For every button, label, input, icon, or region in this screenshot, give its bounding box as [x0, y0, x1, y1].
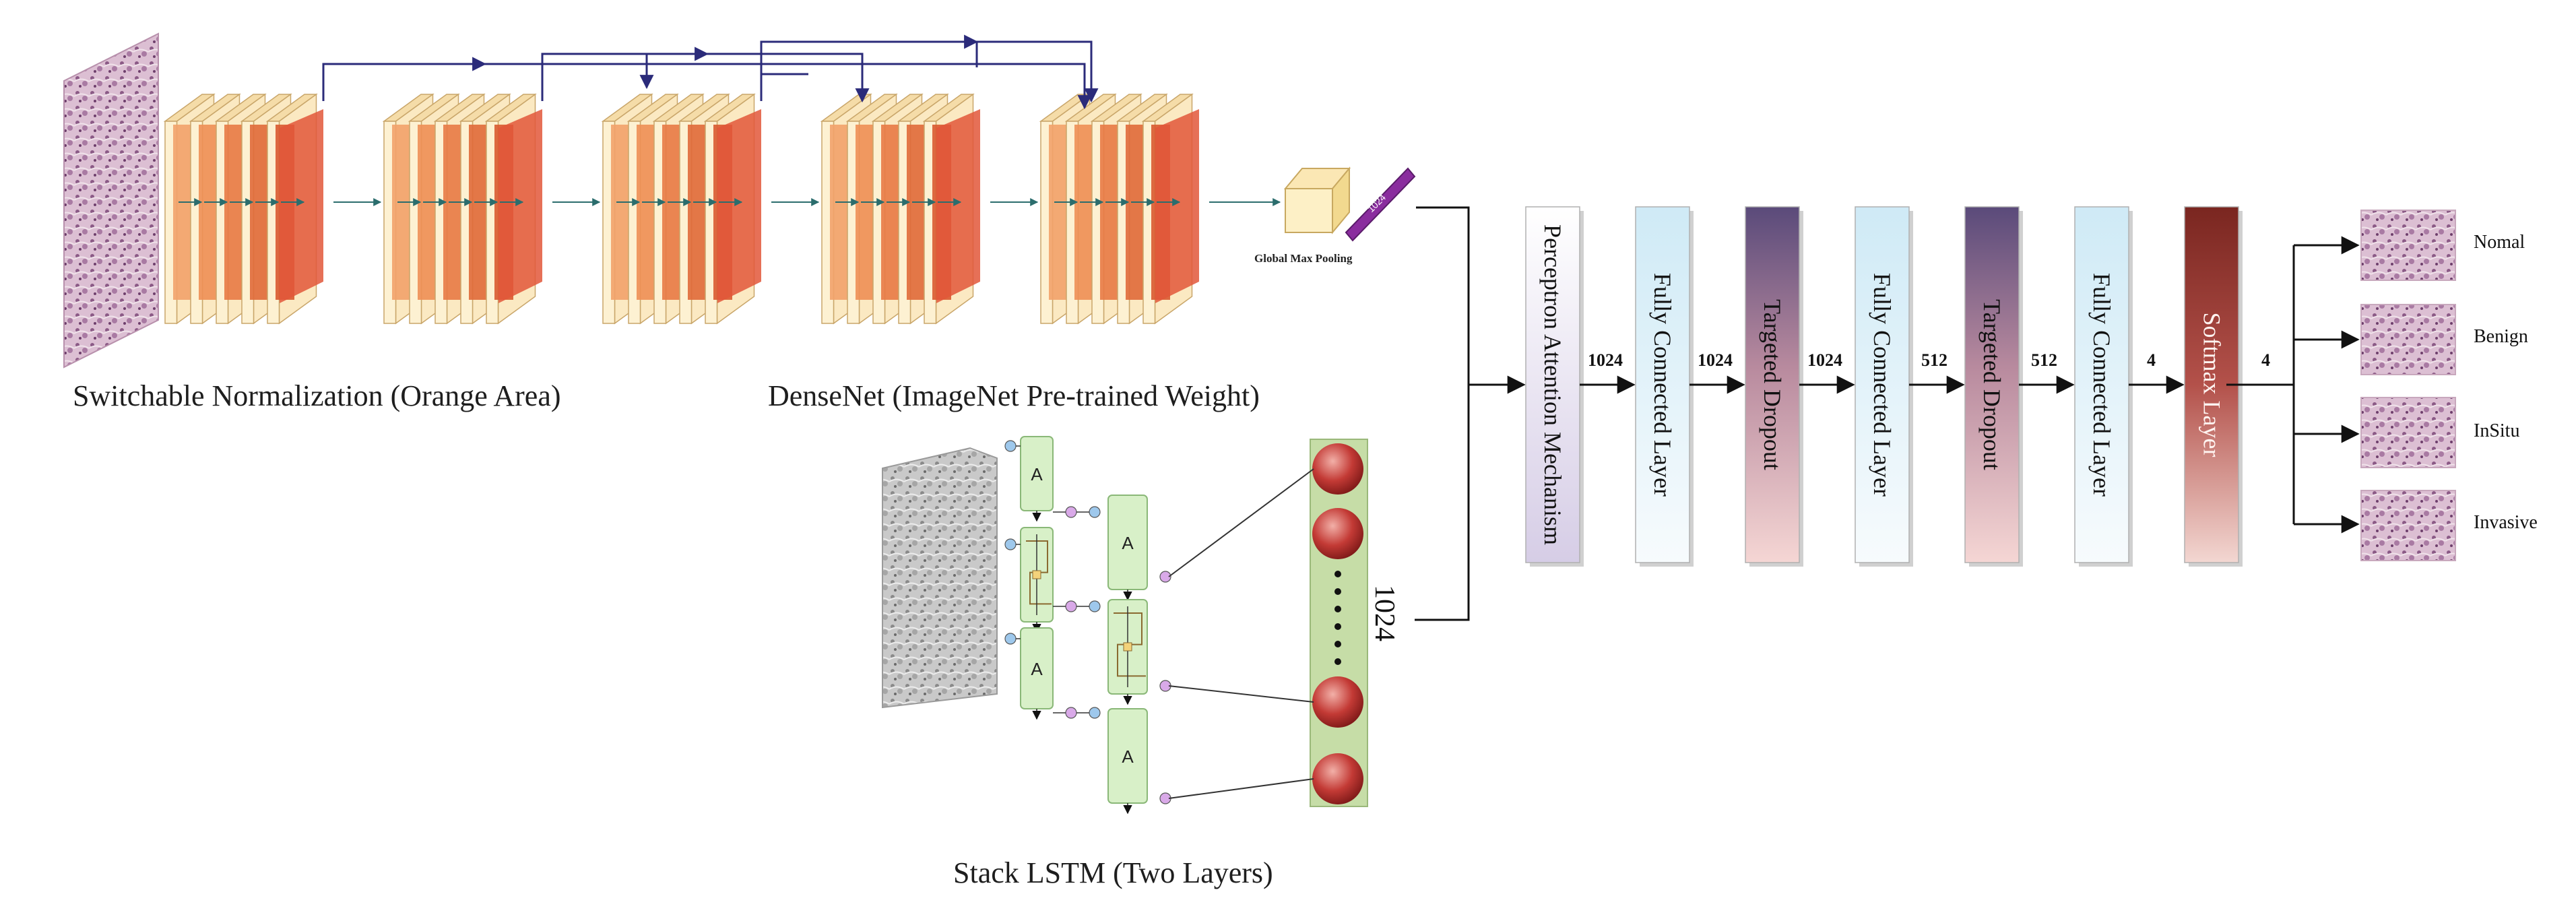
dense-block-3 — [601, 93, 820, 325]
output-label-nomal: Nomal — [2474, 232, 2525, 253]
conn-label-5: 512 — [2031, 350, 2057, 370]
lstm-cell-4: A — [1107, 495, 1148, 601]
layer-box-dropout — [1745, 206, 1800, 563]
layer-box-attention — [1525, 206, 1580, 563]
lstm-output-column — [1310, 439, 1368, 807]
dense-block-5 — [1039, 93, 1281, 325]
caption-global-max-pooling: Global Max Pooling — [1254, 252, 1353, 265]
dense-block-1 — [163, 93, 382, 325]
lstm-cell-letter: A — [1031, 659, 1043, 679]
lstm-cell-6: A — [1107, 708, 1148, 815]
output-label-invasive: Invasive — [2474, 512, 2538, 533]
thumb-insitu — [2360, 397, 2456, 468]
thumb-benign — [2360, 304, 2456, 375]
conn-label-3: 1024 — [1807, 350, 1842, 370]
layer-fc-3-label: Fully Connected Layer — [2088, 273, 2116, 497]
dense-block-2 — [382, 93, 601, 325]
lstm-cell-2 — [1020, 527, 1054, 633]
layer-box-dropout — [1964, 206, 2020, 563]
layer-fc-1-label: Fully Connected Layer — [1649, 273, 1677, 497]
layer-dropout-1-label: Targeted Dropout — [1759, 299, 1786, 470]
merge-connectors — [1415, 206, 1526, 621]
conn-label-7: 4 — [2261, 350, 2270, 370]
global-max-pooling — [1283, 166, 1416, 242]
lstm-cell-1: A — [1020, 436, 1054, 522]
layer-dropout-2-label: Targeted Dropout — [1978, 299, 2005, 470]
caption-densenet: DenseNet (ImageNet Pre-trained Weight) — [768, 379, 1260, 412]
thumb-nomal — [2360, 210, 2456, 281]
dense-block-4 — [820, 93, 1039, 325]
lstm-cell-letter: A — [1031, 464, 1043, 484]
stack-lstm: A A A A — [1004, 436, 1171, 815]
lstm-cell-3: A — [1020, 627, 1054, 720]
densenet-blocks — [163, 93, 1281, 325]
lstm-cell-5 — [1107, 599, 1148, 705]
lstm-output-lines — [1168, 468, 1314, 799]
output-branch — [2226, 236, 2360, 534]
output-label-insitu: InSitu — [2474, 420, 2520, 441]
conn-label-4: 512 — [1921, 350, 1947, 370]
conn-label-6: 4 — [2147, 350, 2156, 370]
input-image-lstm — [882, 447, 998, 709]
lstm-cell-letter: A — [1122, 747, 1134, 767]
layer-box-fc — [2074, 206, 2129, 563]
layer-box-fc — [1855, 206, 1910, 563]
conn-label-1: 1024 — [1588, 350, 1623, 370]
output-thumbnails — [2360, 210, 2456, 561]
conn-label-2: 1024 — [1698, 350, 1733, 370]
classifier-pipeline — [1525, 206, 2243, 567]
output-label-benign: Benign — [2474, 326, 2528, 347]
lstm-cell-letter: A — [1122, 533, 1134, 553]
layer-softmax-label: Softmax Layer — [2198, 312, 2225, 457]
layer-box-fc — [1635, 206, 1690, 563]
layer-fc-2-label: Fully Connected Layer — [1869, 273, 1896, 497]
caption-stack-lstm: Stack LSTM (Two Layers) — [953, 856, 1273, 889]
input-image-top — [63, 32, 159, 369]
caption-switchable-normalization: Switchable Normalization (Orange Area) — [73, 379, 561, 412]
dense-skip-connections — [322, 34, 1099, 110]
lstm-dim-label: 1024 — [1369, 585, 1400, 641]
thumb-invasive — [2360, 490, 2456, 561]
layer-attention-label: Perceptron Attention Mechanism — [1539, 224, 1566, 545]
